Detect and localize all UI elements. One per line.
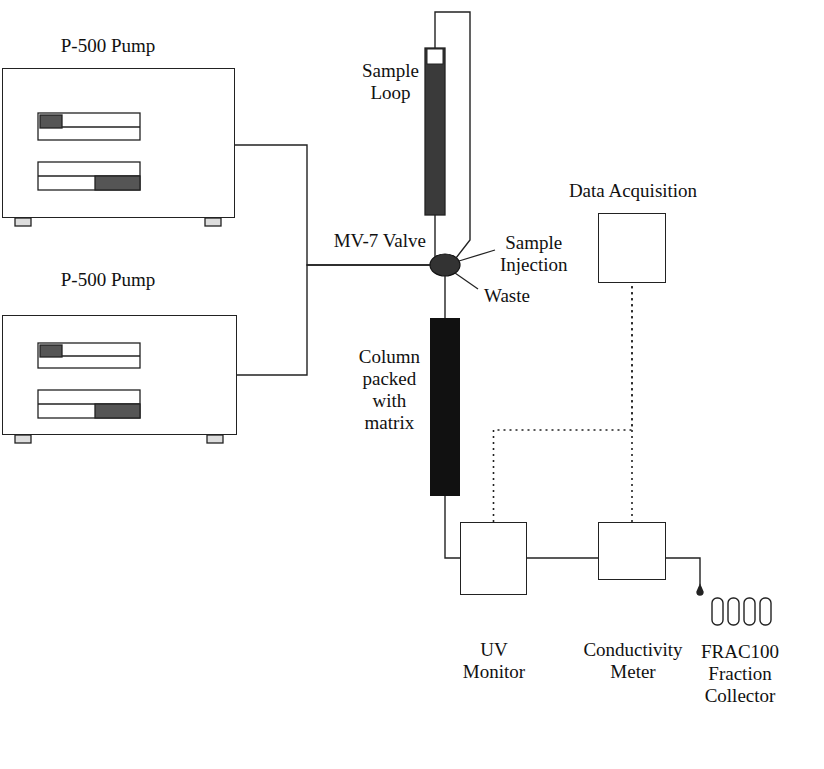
label-text: Sample Injection xyxy=(500,232,568,276)
pump-unit: P-500 Pump xyxy=(2,68,235,218)
text-holder: Data Acquisition xyxy=(569,180,697,202)
signal-line xyxy=(494,283,633,522)
conductivity-meter-box: Conductivity Meter xyxy=(598,522,666,580)
label-text: Sample Loop xyxy=(362,60,419,104)
text-holder: MV-7 Valve xyxy=(334,230,426,252)
label-text: Waste xyxy=(484,285,530,307)
tubing-line xyxy=(434,215,435,257)
text-holder: UV Monitor xyxy=(463,639,525,683)
label-text: P-500 Pump xyxy=(61,35,156,57)
tubing-line xyxy=(435,12,470,258)
label-text: Conductivity Meter xyxy=(583,639,682,683)
sample-loop: Sample Loop xyxy=(425,48,445,215)
tubing-line xyxy=(444,276,445,318)
tubing-line xyxy=(527,557,598,558)
text-holder: Conductivity Meter xyxy=(583,639,682,683)
text-holder: Sample Loop xyxy=(362,60,419,104)
label-text: UV Monitor xyxy=(463,639,525,683)
label-text: Data Acquisition xyxy=(569,180,697,202)
uv-monitor-box: UV Monitor xyxy=(460,522,527,595)
fraction-collector: FRAC100 Fraction Collector xyxy=(695,585,780,625)
sample-loop-tube xyxy=(425,48,445,215)
text-holder: Column packed with matrix xyxy=(359,346,420,433)
injection-valve: MV-7 Valve xyxy=(430,254,460,276)
label-text: Column packed with matrix xyxy=(359,346,420,433)
data-acquisition-box: Data Acquisition xyxy=(598,213,666,283)
tubing-line xyxy=(235,145,430,265)
tubing-line xyxy=(666,558,700,585)
column-symbol xyxy=(430,318,460,496)
signal-line xyxy=(631,283,633,522)
pump-panels xyxy=(15,113,223,443)
tubing-line xyxy=(445,496,460,558)
leader-lines xyxy=(455,250,495,289)
pump-unit: P-500 Pump xyxy=(2,315,237,435)
text-holder: Sample Injection xyxy=(500,232,568,276)
label-text: FRAC100 Fraction Collector xyxy=(701,641,779,707)
fraction-tubes xyxy=(697,585,771,625)
text-holder: P-500 Pump xyxy=(61,269,156,291)
text-holder: FRAC100 Fraction Collector xyxy=(701,641,779,707)
label-text: P-500 Pump xyxy=(61,269,156,291)
text-holder: P-500 Pump xyxy=(61,35,156,57)
chromatography-column: Column packed with matrix xyxy=(430,318,460,496)
label-text: MV-7 Valve xyxy=(334,230,426,252)
text-holder: Waste xyxy=(484,285,530,307)
